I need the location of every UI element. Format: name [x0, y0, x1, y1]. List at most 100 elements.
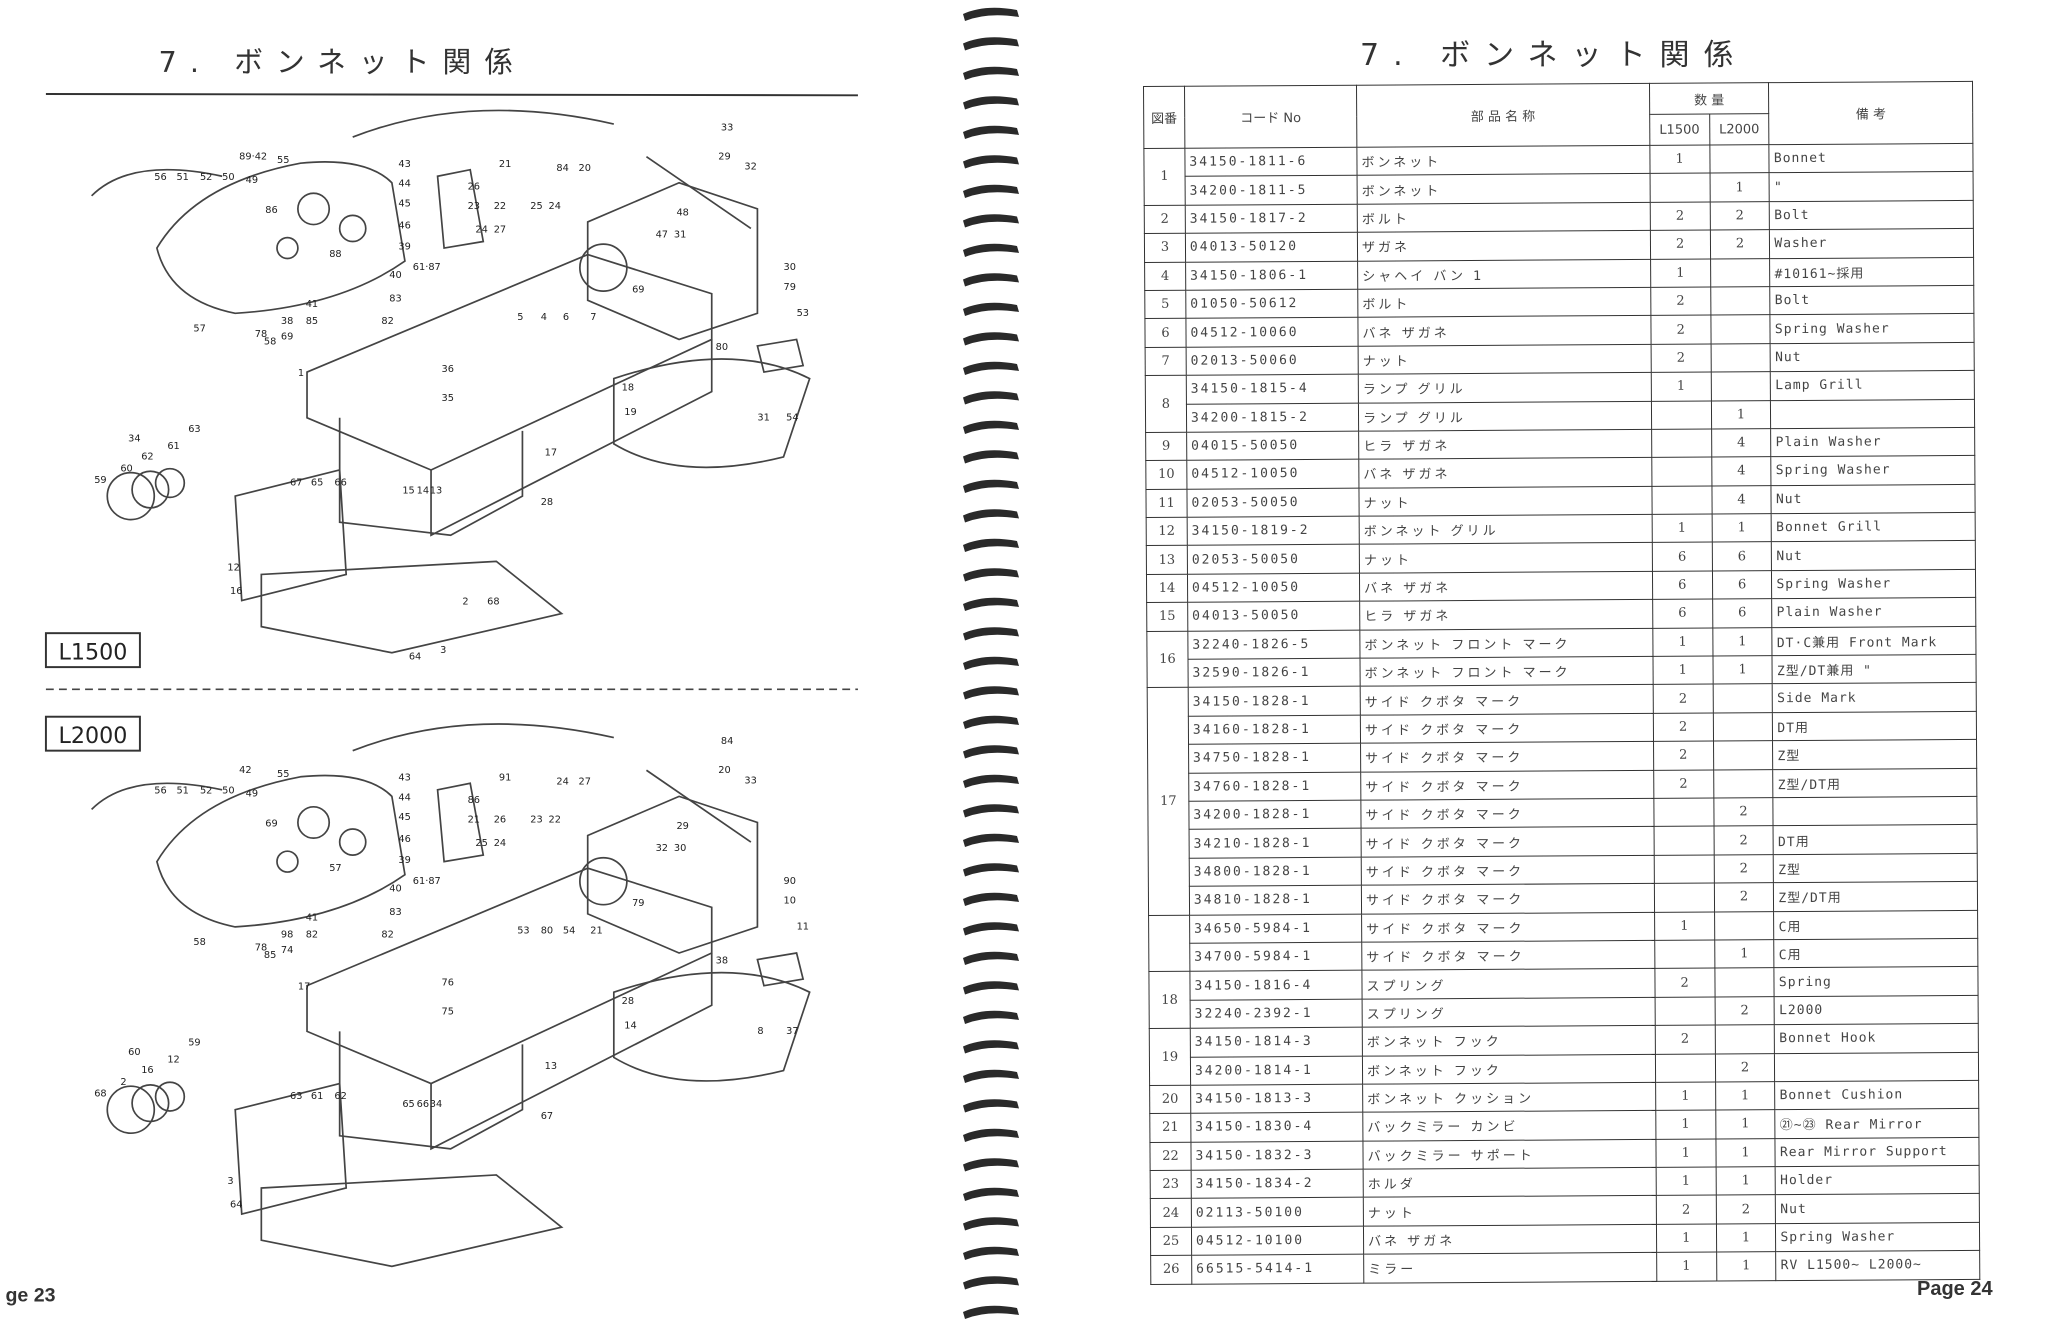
binding-coil	[963, 568, 1019, 582]
part-code: 34200-1815-2	[1186, 402, 1359, 433]
part-name: バネ ザガネ	[1363, 1224, 1657, 1255]
callout-number: 90	[784, 876, 796, 887]
binding-coil	[963, 1217, 1019, 1231]
callout-number: 89·42	[239, 151, 267, 162]
qty-l2000	[1710, 258, 1771, 287]
remarks: Bonnet Cushion	[1774, 1080, 1979, 1110]
callout-number: 40	[389, 884, 401, 895]
qty-l2000: 2	[1713, 826, 1774, 855]
callout-number: 60	[128, 1047, 140, 1058]
diagram-part-outline	[352, 109, 615, 138]
diagram-part-outline	[756, 338, 805, 374]
callout-number: 22	[494, 201, 506, 212]
qty-l2000: 2	[1715, 1195, 1776, 1224]
remarks	[1773, 796, 1978, 827]
part-code: 32240-2392-1	[1190, 998, 1363, 1029]
binding-coil	[963, 804, 1019, 818]
part-name: バックミラー サポート	[1362, 1139, 1656, 1170]
callout-number: 15	[402, 485, 414, 496]
part-name: サイド クボタ マーク	[1360, 798, 1654, 829]
binding-coil	[963, 509, 1019, 523]
diagram-part-outline	[297, 192, 331, 226]
fig-number: 19	[1149, 1028, 1191, 1086]
diagram-part-outline	[106, 1085, 156, 1135]
callout-number: 40	[389, 270, 401, 281]
binding-coil	[963, 686, 1019, 700]
callout-number: 69	[632, 284, 644, 295]
part-name: サイド クボタ マーク	[1360, 769, 1654, 801]
remarks: ㉑~㉓ Rear Mirror	[1775, 1108, 1979, 1139]
callout-number: 37	[786, 1026, 798, 1037]
callout-number: 88	[329, 249, 341, 260]
part-name: ボルト	[1357, 287, 1651, 318]
callout-number: 82	[306, 929, 318, 940]
part-name: ボンネット フック	[1362, 1053, 1656, 1085]
binding-coil	[963, 1099, 1019, 1113]
callout-number: 61·87	[413, 262, 441, 273]
callout-number: 56	[154, 786, 166, 797]
remarks: Nut	[1775, 1193, 1980, 1224]
fig-number	[1148, 914, 1190, 972]
part-name: ホルダ	[1363, 1167, 1657, 1198]
diagram-part-outline	[260, 560, 564, 654]
fig-number: 4	[1144, 261, 1186, 291]
remarks: Bolt	[1770, 285, 1974, 316]
remarks: C用	[1774, 938, 1978, 968]
callout-number: 86	[468, 795, 480, 806]
callout-number: 31	[674, 230, 686, 241]
header-code: コード No	[1184, 85, 1357, 149]
binding-coil	[963, 597, 1019, 611]
callout-number: 23	[468, 201, 480, 212]
fig-number: 10	[1145, 460, 1187, 490]
part-code: 02053-50050	[1187, 544, 1360, 575]
part-name: スプリング	[1361, 968, 1655, 999]
qty-l2000	[1712, 712, 1773, 742]
callout-number: 26	[468, 181, 480, 192]
qty-l2000: 2	[1714, 996, 1775, 1026]
qty-l2000	[1710, 343, 1771, 373]
binding-coil	[963, 1158, 1019, 1172]
qty-l1500: 2	[1650, 343, 1711, 373]
qty-l1500	[1653, 798, 1714, 827]
callout-number: 61	[311, 1091, 323, 1102]
fig-number: 8	[1145, 375, 1187, 433]
binding-coil	[963, 7, 1019, 21]
callout-number: 49	[246, 175, 258, 186]
callout-number: 58	[193, 937, 205, 948]
callout-number: 29	[718, 151, 730, 162]
qty-l1500	[1655, 1053, 1716, 1083]
fig-number: 7	[1145, 346, 1187, 376]
part-name: サイド クボタ マーク	[1360, 713, 1654, 744]
qty-l2000: 2	[1713, 882, 1774, 912]
header-name: 部 品 名 称	[1356, 83, 1650, 148]
part-code: 04512-10050	[1187, 573, 1360, 603]
binding-coil	[963, 922, 1019, 936]
remarks: Spring Washer	[1770, 313, 1975, 344]
remarks: Plain Washer	[1772, 597, 1976, 628]
callout-number: 69	[281, 331, 293, 342]
part-code: 34150-1816-4	[1189, 970, 1363, 1000]
remarks: Holder	[1775, 1165, 1980, 1196]
callout-number: 64	[230, 1200, 242, 1211]
callout-number: 30	[674, 843, 686, 854]
remarks: RV L1500~ L2000~	[1776, 1250, 1980, 1281]
diagram-part-outline	[338, 214, 367, 243]
callout-number: 2	[462, 596, 468, 607]
callout-number: 98	[281, 929, 293, 940]
callout-number: 74	[281, 945, 293, 956]
binding-coil	[963, 1010, 1019, 1024]
part-name: スプリング	[1362, 997, 1656, 1028]
qty-l1500: 6	[1652, 570, 1713, 600]
qty-l2000	[1714, 1024, 1775, 1054]
callout-number: 5	[517, 312, 523, 323]
remarks: DT用	[1773, 824, 1978, 855]
qty-l1500: 1	[1651, 514, 1712, 543]
header-l2000: L2000	[1709, 113, 1770, 146]
callout-number: 65	[311, 478, 323, 489]
qty-l2000: 6	[1712, 598, 1773, 628]
callout-number: 22	[549, 814, 561, 825]
part-code: 32590-1826-1	[1187, 658, 1361, 688]
diagram-part-outline	[338, 828, 367, 856]
